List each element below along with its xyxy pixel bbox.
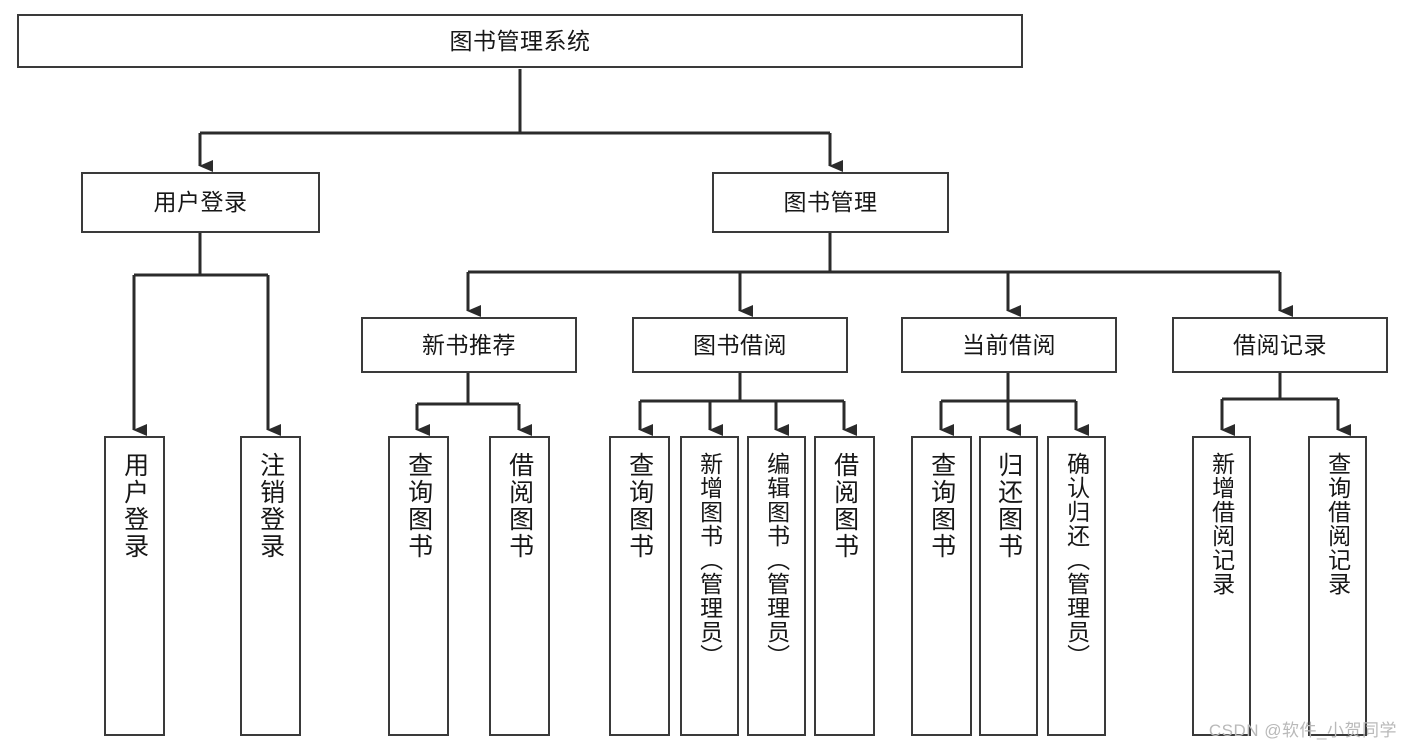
node-new-book-recommend-label: 新书推荐	[422, 331, 516, 358]
leaf-newbook-query-label: 查询图书	[404, 452, 433, 560]
leaf-newbook-borrow-label: 借阅图书	[505, 452, 534, 560]
node-current-borrow[interactable]: 当前借阅	[901, 317, 1117, 373]
node-new-book-recommend[interactable]: 新书推荐	[361, 317, 577, 373]
node-root-label: 图书管理系统	[449, 27, 591, 54]
leaf-current-confirm-return-label: 确认归还（管理员）	[1063, 452, 1090, 668]
leaf-borrow-lend-book-label: 借阅图书	[830, 452, 859, 560]
node-book-management[interactable]: 图书管理	[712, 172, 949, 233]
leaf-current-confirm-return[interactable]: 确认归还（管理员）	[1047, 436, 1106, 736]
node-borrow-records[interactable]: 借阅记录	[1172, 317, 1388, 373]
leaf-borrow-query[interactable]: 查询图书	[609, 436, 670, 736]
leaf-current-return-label: 归还图书	[994, 452, 1023, 560]
leaf-user-logout-label: 注销登录	[256, 452, 285, 560]
node-current-borrow-label: 当前借阅	[962, 331, 1056, 358]
leaf-current-query-label: 查询图书	[927, 452, 956, 560]
node-user-login[interactable]: 用户登录	[81, 172, 320, 233]
leaf-user-login-label: 用户登录	[120, 452, 149, 560]
leaf-records-query-label: 查询借阅记录	[1324, 452, 1351, 596]
leaf-borrow-add-book-label: 新增图书（管理员）	[696, 452, 723, 668]
node-root[interactable]: 图书管理系统	[17, 14, 1023, 68]
leaf-borrow-add-book[interactable]: 新增图书（管理员）	[680, 436, 739, 736]
leaf-user-logout[interactable]: 注销登录	[240, 436, 301, 736]
leaf-borrow-query-label: 查询图书	[625, 452, 654, 560]
node-book-management-label: 图书管理	[783, 189, 878, 216]
node-borrow-records-label: 借阅记录	[1233, 331, 1327, 358]
node-book-borrow[interactable]: 图书借阅	[632, 317, 848, 373]
leaf-newbook-query[interactable]: 查询图书	[388, 436, 449, 736]
node-book-borrow-label: 图书借阅	[693, 331, 787, 358]
leaf-borrow-edit-book-label: 编辑图书（管理员）	[763, 452, 790, 668]
leaf-user-login[interactable]: 用户登录	[104, 436, 165, 736]
leaf-borrow-lend-book[interactable]: 借阅图书	[814, 436, 875, 736]
leaf-current-query[interactable]: 查询图书	[911, 436, 972, 736]
leaf-newbook-borrow[interactable]: 借阅图书	[489, 436, 550, 736]
csdn-watermark: CSDN @软件_小贺同学	[1208, 721, 1397, 740]
leaf-records-query[interactable]: 查询借阅记录	[1308, 436, 1367, 736]
node-user-login-label: 用户登录	[153, 189, 248, 216]
leaf-current-return[interactable]: 归还图书	[979, 436, 1038, 736]
leaf-records-add-label: 新增借阅记录	[1208, 452, 1235, 596]
leaf-borrow-edit-book[interactable]: 编辑图书（管理员）	[747, 436, 806, 736]
leaf-records-add[interactable]: 新增借阅记录	[1192, 436, 1251, 736]
